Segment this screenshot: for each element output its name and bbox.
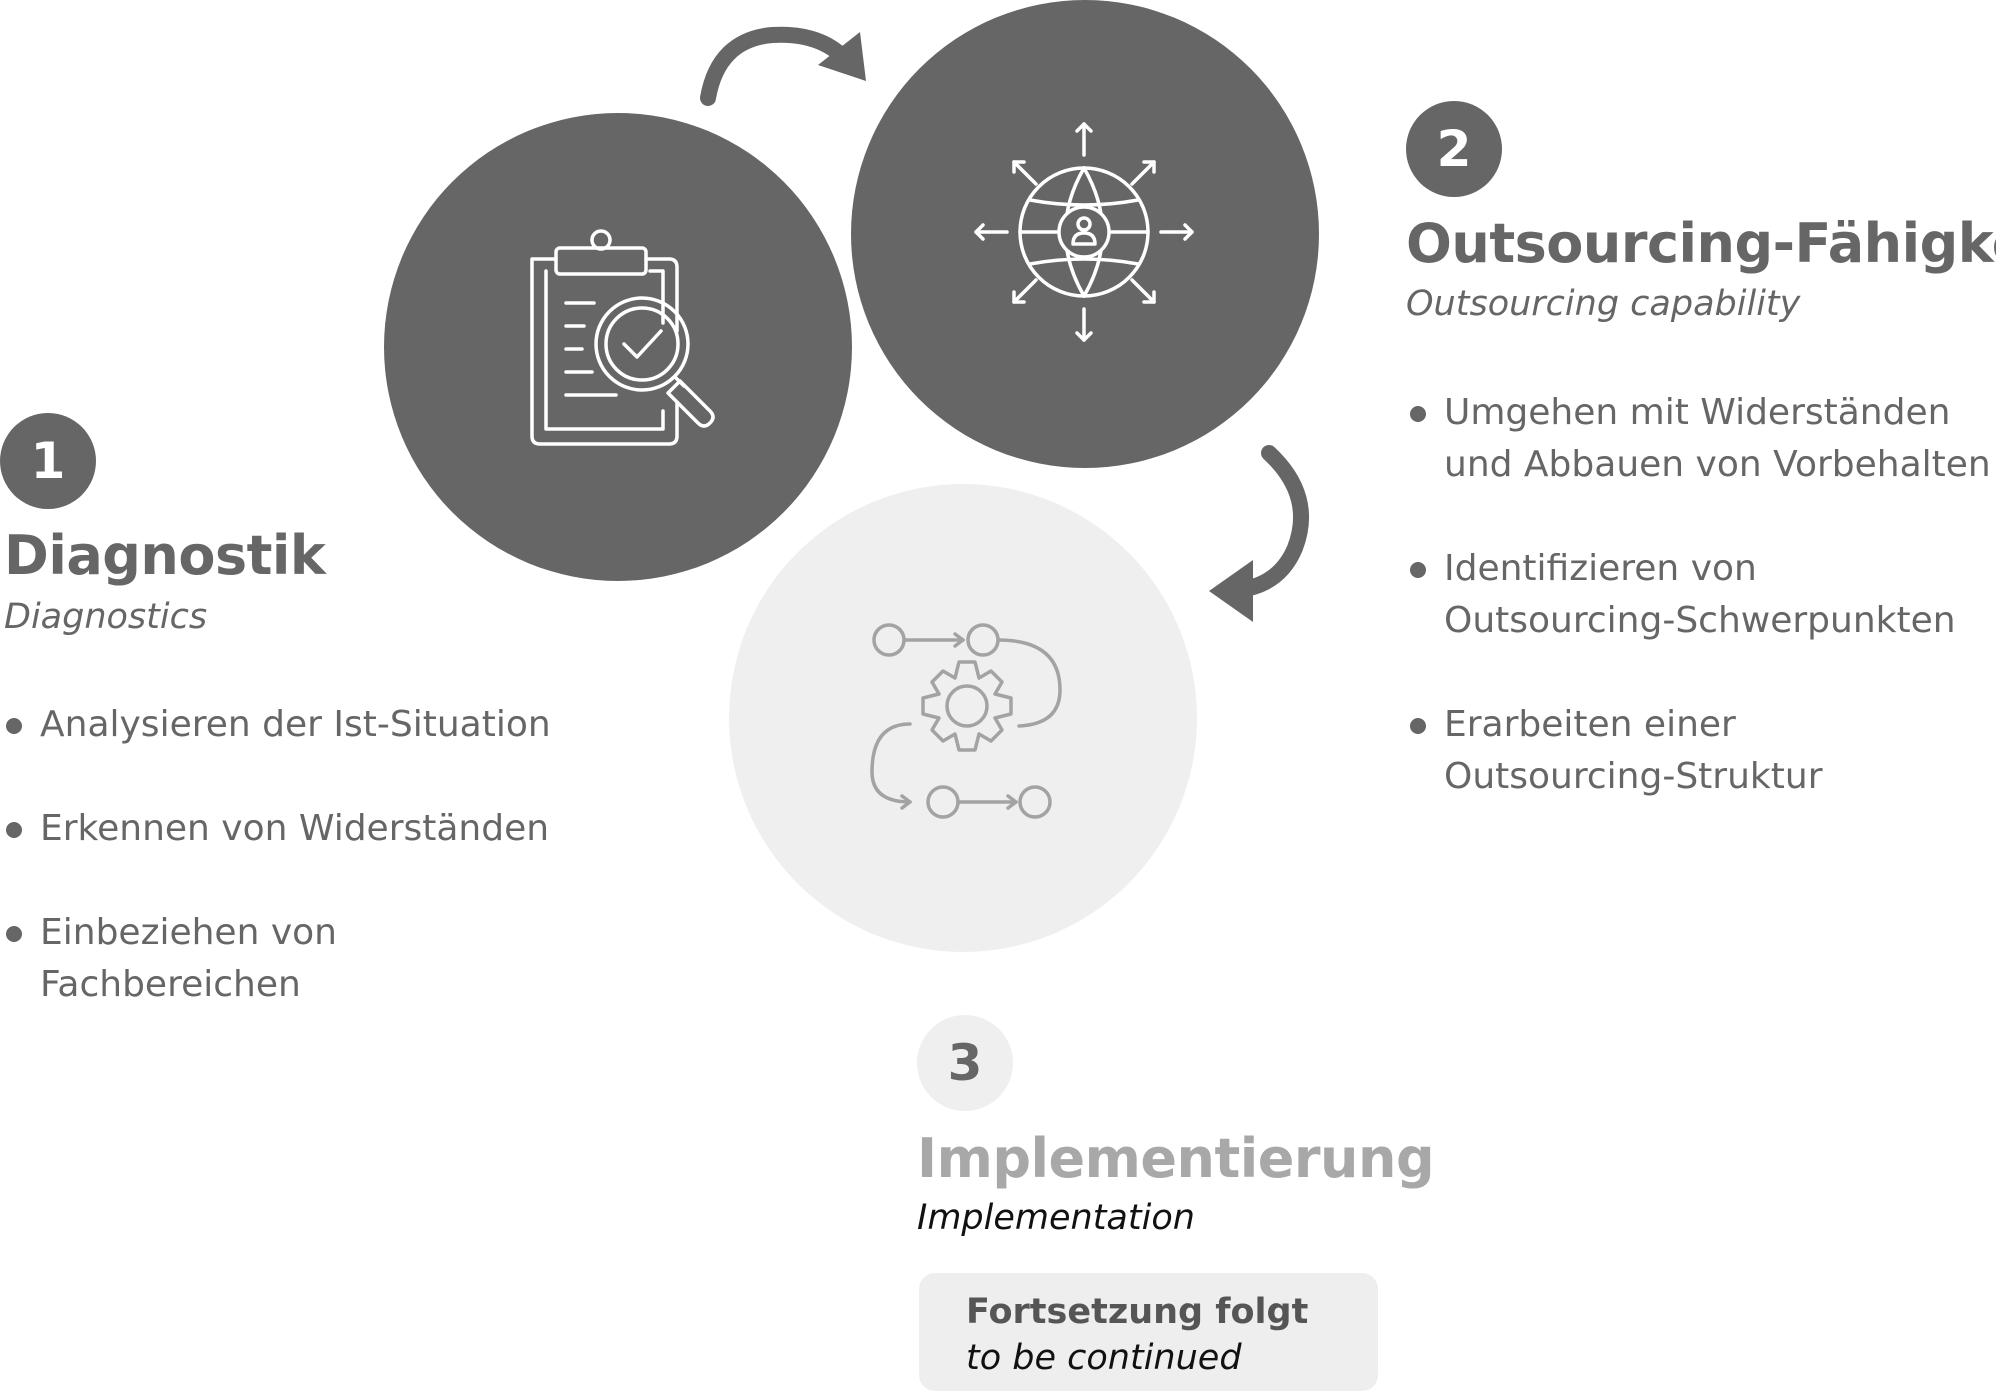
list-item: Umgehen mit Widerständen und Abbauen von… bbox=[1410, 387, 1994, 491]
step-3-number-badge: 3 bbox=[917, 1015, 1013, 1111]
list-item-text: Erkennen von Widerständen bbox=[40, 808, 550, 849]
step-2-number-badge: 2 bbox=[1406, 101, 1502, 197]
list-item: Identifizieren von Outsourcing-Schwerpun… bbox=[1410, 543, 1994, 647]
list-item: Analysieren der Ist-Situation bbox=[6, 699, 606, 751]
list-item-text: Erarbeiten einer Outsourcing-Struktur bbox=[1444, 704, 1823, 797]
step-2-title: Outsourcing-Fähigkeit bbox=[1406, 212, 1996, 275]
outsourcing-circle bbox=[851, 0, 1319, 468]
gear-process-flow-icon bbox=[870, 623, 1062, 819]
bullet-dot-icon bbox=[1410, 562, 1426, 578]
list-item-text: Identifizieren von Outsourcing-Schwerpun… bbox=[1444, 548, 1956, 641]
clipboard-magnifier-icon bbox=[530, 229, 715, 446]
diagnostik-circle bbox=[384, 113, 852, 581]
implementierung-circle bbox=[729, 484, 1197, 952]
globe-network-icon bbox=[974, 122, 1194, 342]
step-2-subtitle: Outsourcing capability bbox=[1406, 284, 1801, 324]
curved-arrow-icon bbox=[700, 26, 866, 106]
step-1-bullet-list: Analysieren der Ist-Situation Erkennen v… bbox=[6, 699, 606, 1063]
step-1-number-badge: 1 bbox=[0, 413, 96, 509]
list-item-text: Analysieren der Ist-Situation bbox=[40, 704, 551, 745]
list-item: Erarbeiten einer Outsourcing-Struktur bbox=[1410, 699, 1994, 803]
bullet-dot-icon bbox=[1410, 406, 1426, 422]
list-item: Einbeziehen von Fachbereichen bbox=[6, 907, 606, 1011]
bullet-dot-icon bbox=[6, 926, 22, 942]
note-subtitle: to be continued bbox=[966, 1338, 1242, 1378]
list-item: Erkennen von Widerständen bbox=[6, 803, 606, 855]
curved-arrow-icon bbox=[1209, 445, 1309, 622]
bullet-dot-icon bbox=[1410, 718, 1426, 734]
bullet-dot-icon bbox=[6, 718, 22, 734]
note-title: Fortsetzung folgt bbox=[966, 1292, 1309, 1332]
list-item-text: Einbeziehen von Fachbereichen bbox=[40, 912, 337, 1005]
step-3-title: Implementierung bbox=[917, 1127, 1435, 1190]
bullet-dot-icon bbox=[6, 822, 22, 838]
list-item-text: Umgehen mit Widerständen und Abbauen von… bbox=[1444, 392, 1991, 485]
step-2-bullet-list: Umgehen mit Widerständen und Abbauen von… bbox=[1410, 387, 1994, 855]
step-3-subtitle: Implementation bbox=[917, 1198, 1195, 1238]
step-1-title: Diagnostik bbox=[4, 524, 326, 587]
step-1-subtitle: Diagnostics bbox=[4, 597, 208, 637]
to-be-continued-box: Fortsetzung folgt to be continued bbox=[919, 1273, 1378, 1391]
